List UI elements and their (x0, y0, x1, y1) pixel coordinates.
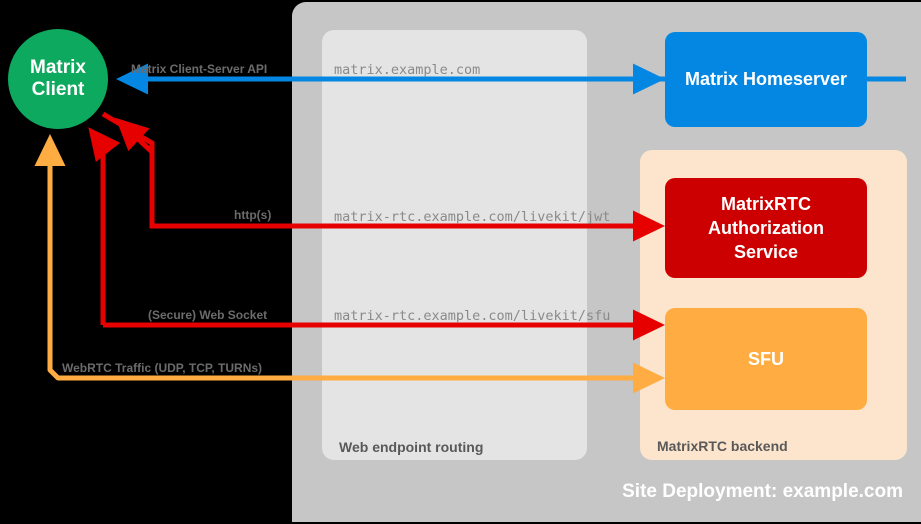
node-auth-label-line2: Authorization (708, 218, 824, 238)
node-matrixrtc-authorization-service[interactable]: MatrixRTC Authorization Service (665, 178, 867, 278)
node-matrix-client-label-line2: Client (31, 79, 85, 100)
flow-line-jwt (101, 111, 666, 242)
node-auth-label-line3: Service (733, 242, 799, 262)
node-matrix-homeserver[interactable]: Matrix Homeserver (665, 32, 867, 127)
site-deployment-title: Site Deployment: example.com (622, 481, 903, 502)
node-sfu[interactable]: SFU (665, 308, 867, 410)
node-matrix-client-label-line1: Matrix (30, 57, 86, 78)
protocol-label-http: http(s) (234, 208, 272, 222)
node-sfu-label: SFU (748, 348, 784, 369)
endpoint-label-matrix: matrix.example.com (334, 62, 481, 78)
caption-web-endpoint-routing: Web endpoint routing (339, 439, 484, 455)
caption-matrixrtc-backend: MatrixRTC backend (657, 438, 788, 454)
node-auth-label-line1: MatrixRTC (720, 194, 811, 214)
endpoint-label-jwt: matrix-rtc.example.com/livekit/jwt (334, 209, 611, 225)
node-matrix-homeserver-label: Matrix Homeserver (684, 69, 848, 89)
node-matrix-client[interactable]: Matrix Client (8, 29, 108, 129)
endpoint-label-sfu: matrix-rtc.example.com/livekit/sfu (334, 308, 611, 324)
protocol-label-websocket: (Secure) Web Socket (148, 308, 268, 322)
flow-line-sfu-ws (88, 127, 666, 341)
web-endpoint-routing-container (322, 30, 587, 460)
flow-line-webrtc (34, 133, 666, 394)
protocol-label-cs-api: Matrix Client-Server API (131, 62, 268, 76)
protocol-label-webrtc: WebRTC Traffic (UDP, TCP, TURNs) (62, 361, 263, 375)
